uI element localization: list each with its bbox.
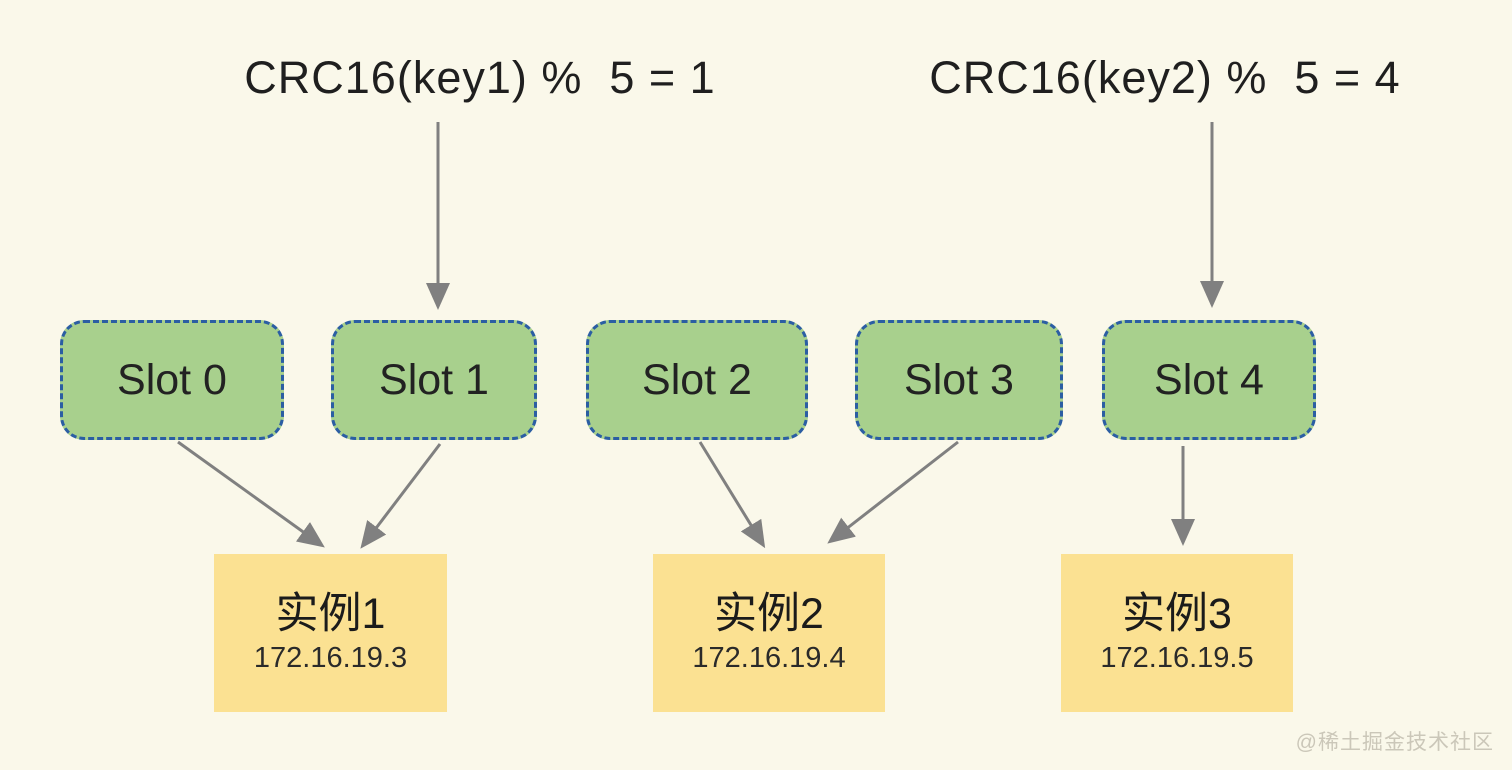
slot-2-box: Slot 2 — [586, 320, 808, 440]
arrow-slot2-to-instance2 — [698, 441, 766, 549]
slot-4-label: Slot 4 — [1154, 355, 1264, 404]
arrow-slot3-to-instance2 — [827, 440, 959, 544]
instance-3-name: 实例3 — [1122, 589, 1232, 638]
slot-0-label: Slot 0 — [117, 355, 227, 404]
slot-3-label: Slot 3 — [904, 355, 1014, 404]
instance-1-box: 实例1 172.16.19.3 — [214, 554, 447, 712]
slot-1-label: Slot 1 — [379, 355, 489, 404]
slot-2-label: Slot 2 — [642, 355, 752, 404]
slot-3-box: Slot 3 — [855, 320, 1063, 440]
formula-key1: CRC16(key1) % 5 = 1 — [244, 52, 716, 103]
instance-2-name: 实例2 — [714, 589, 824, 638]
instance-3-ip: 172.16.19.5 — [1100, 642, 1254, 675]
instance-2-ip: 172.16.19.4 — [692, 642, 846, 675]
instance-2-box: 实例2 172.16.19.4 — [653, 554, 885, 712]
instance-3-box: 实例3 172.16.19.5 — [1061, 554, 1293, 712]
slot-1-box: Slot 1 — [331, 320, 537, 440]
slot-4-box: Slot 4 — [1102, 320, 1316, 440]
arrow-slot1-to-instance1 — [360, 443, 442, 549]
arrow-slot0-to-instance1 — [177, 440, 325, 548]
instance-1-ip: 172.16.19.3 — [253, 642, 408, 675]
formula-key2: CRC16(key2) % 5 = 4 — [929, 52, 1401, 103]
instance-1-name: 实例1 — [275, 589, 386, 638]
slot-0-box: Slot 0 — [60, 320, 284, 440]
watermark: @稀土掘金技术社区 — [1295, 731, 1494, 754]
